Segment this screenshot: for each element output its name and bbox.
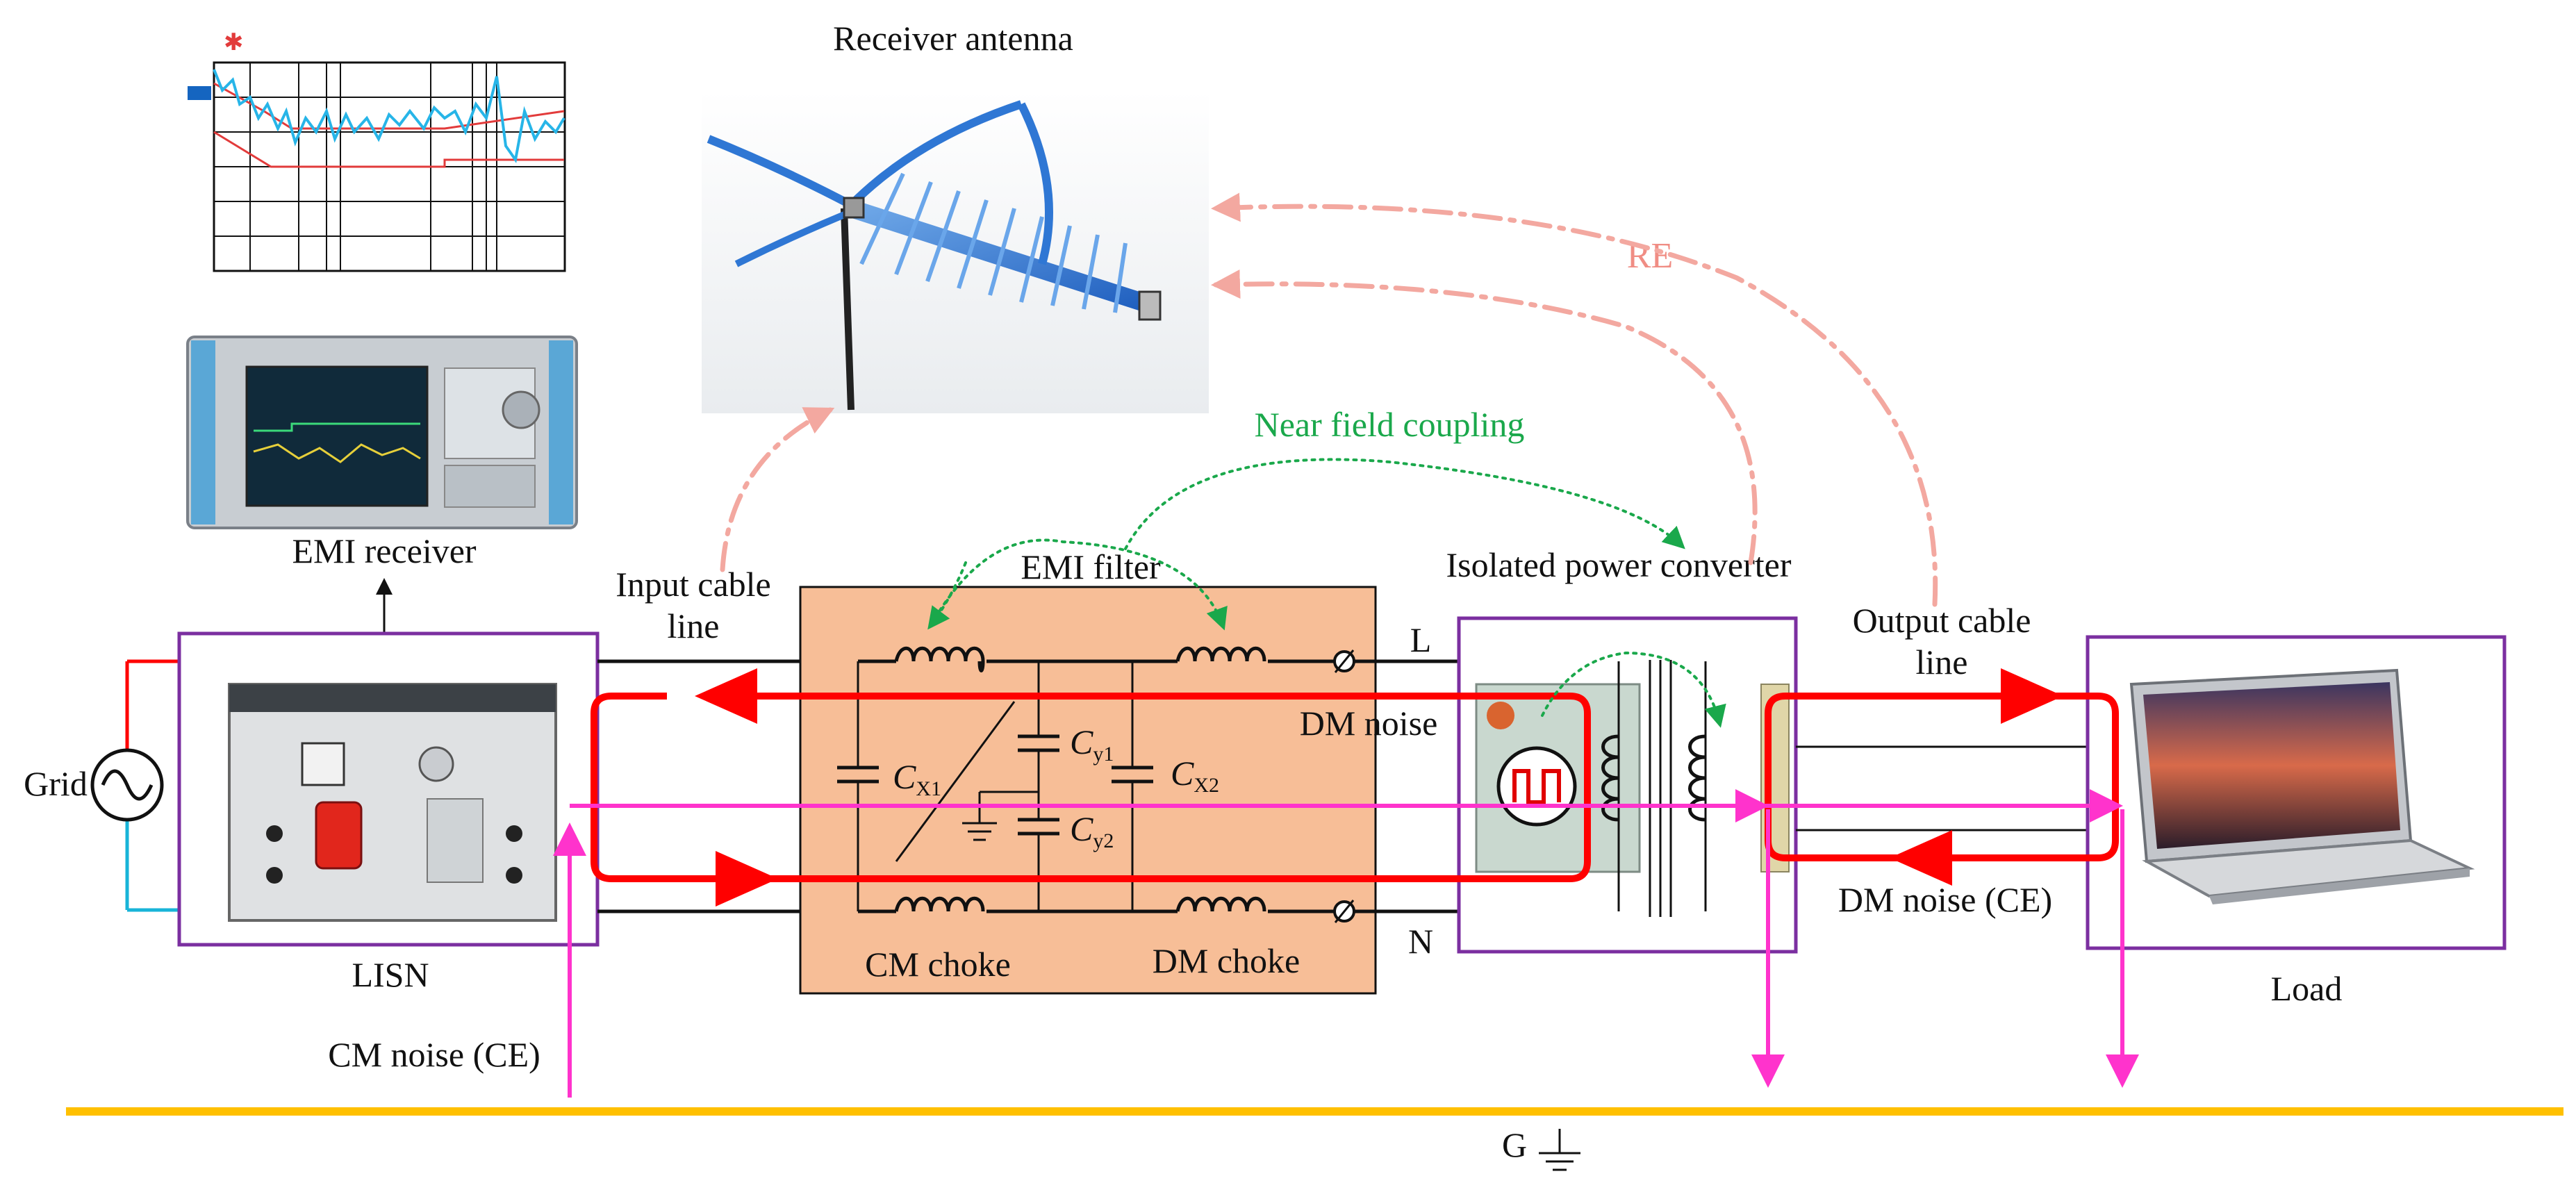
cm-noise-paths — [553, 789, 2139, 1098]
dm-choke-bottom-coil — [1175, 896, 1268, 920]
cm-choke-top-coil — [894, 646, 986, 672]
dm-choke-label: DM choke — [1153, 941, 1300, 980]
cy2-label: Cy2 — [1070, 809, 1114, 852]
ground-label: G — [1502, 1125, 1527, 1164]
lisn-device — [228, 683, 557, 922]
converter-frame — [1457, 616, 1798, 954]
near-field-coupling-label: Near field coupling — [1255, 405, 1525, 444]
dm-noise-ce-label: DM noise (CE) — [1838, 880, 2052, 919]
cm-choke-label: CM choke — [865, 945, 1011, 984]
output-cable-line-label-1: Output cable — [1853, 601, 2031, 640]
dm-noise-label: DM noise — [1300, 704, 1438, 743]
cx1-label: CX1 — [893, 757, 941, 800]
dm-noise-loop-input — [591, 668, 1591, 907]
load-label: Load — [2271, 969, 2343, 1008]
transformer — [1601, 660, 1707, 917]
terminal-n — [1333, 900, 1355, 923]
near-field-coupling-arrows — [927, 458, 1726, 728]
line-n-label: N — [1408, 922, 1433, 961]
radiated-emission-arrows — [720, 192, 1938, 607]
input-cable-line-label-2: line — [668, 606, 720, 645]
grid-source — [90, 659, 179, 912]
spectrum-plot: ✱ — [188, 28, 566, 272]
ac-source-icon — [90, 748, 164, 822]
input-cable-line-label-1: Input cable — [616, 565, 771, 604]
load-frame — [2086, 635, 2507, 950]
terminal-l — [1333, 650, 1355, 673]
receiver-antenna-label: Receiver antenna — [833, 19, 1073, 58]
cx2-label: CX2 — [1171, 754, 1219, 797]
grid-label: Grid — [24, 764, 88, 803]
emi-receiver-label: EMI receiver — [292, 531, 476, 570]
svg-text:✱: ✱ — [224, 28, 244, 56]
emi-filter-box — [799, 586, 1377, 995]
cy1-label: Cy1 — [1070, 722, 1114, 766]
laptop-image — [2129, 668, 2475, 904]
isolated-power-converter-label: Isolated power converter — [1446, 545, 1792, 584]
cm-choke-bottom-coil — [894, 896, 986, 920]
lisn-label: LISN — [352, 955, 429, 994]
emi-receiver-device — [186, 336, 578, 529]
cm-noise-ce-label: CM noise (CE) — [328, 1035, 540, 1074]
output-cable-line-label-2: line — [1916, 643, 1968, 681]
square-wave-icon — [1496, 746, 1577, 827]
filter-ground-icon — [962, 792, 997, 841]
dm-choke-top-coil — [1175, 646, 1268, 670]
line-l-label: L — [1410, 620, 1432, 659]
dm-noise-loop-output — [1765, 668, 2119, 886]
ground-icon — [1539, 1129, 1580, 1171]
receiver-antenna-image — [702, 90, 1209, 413]
